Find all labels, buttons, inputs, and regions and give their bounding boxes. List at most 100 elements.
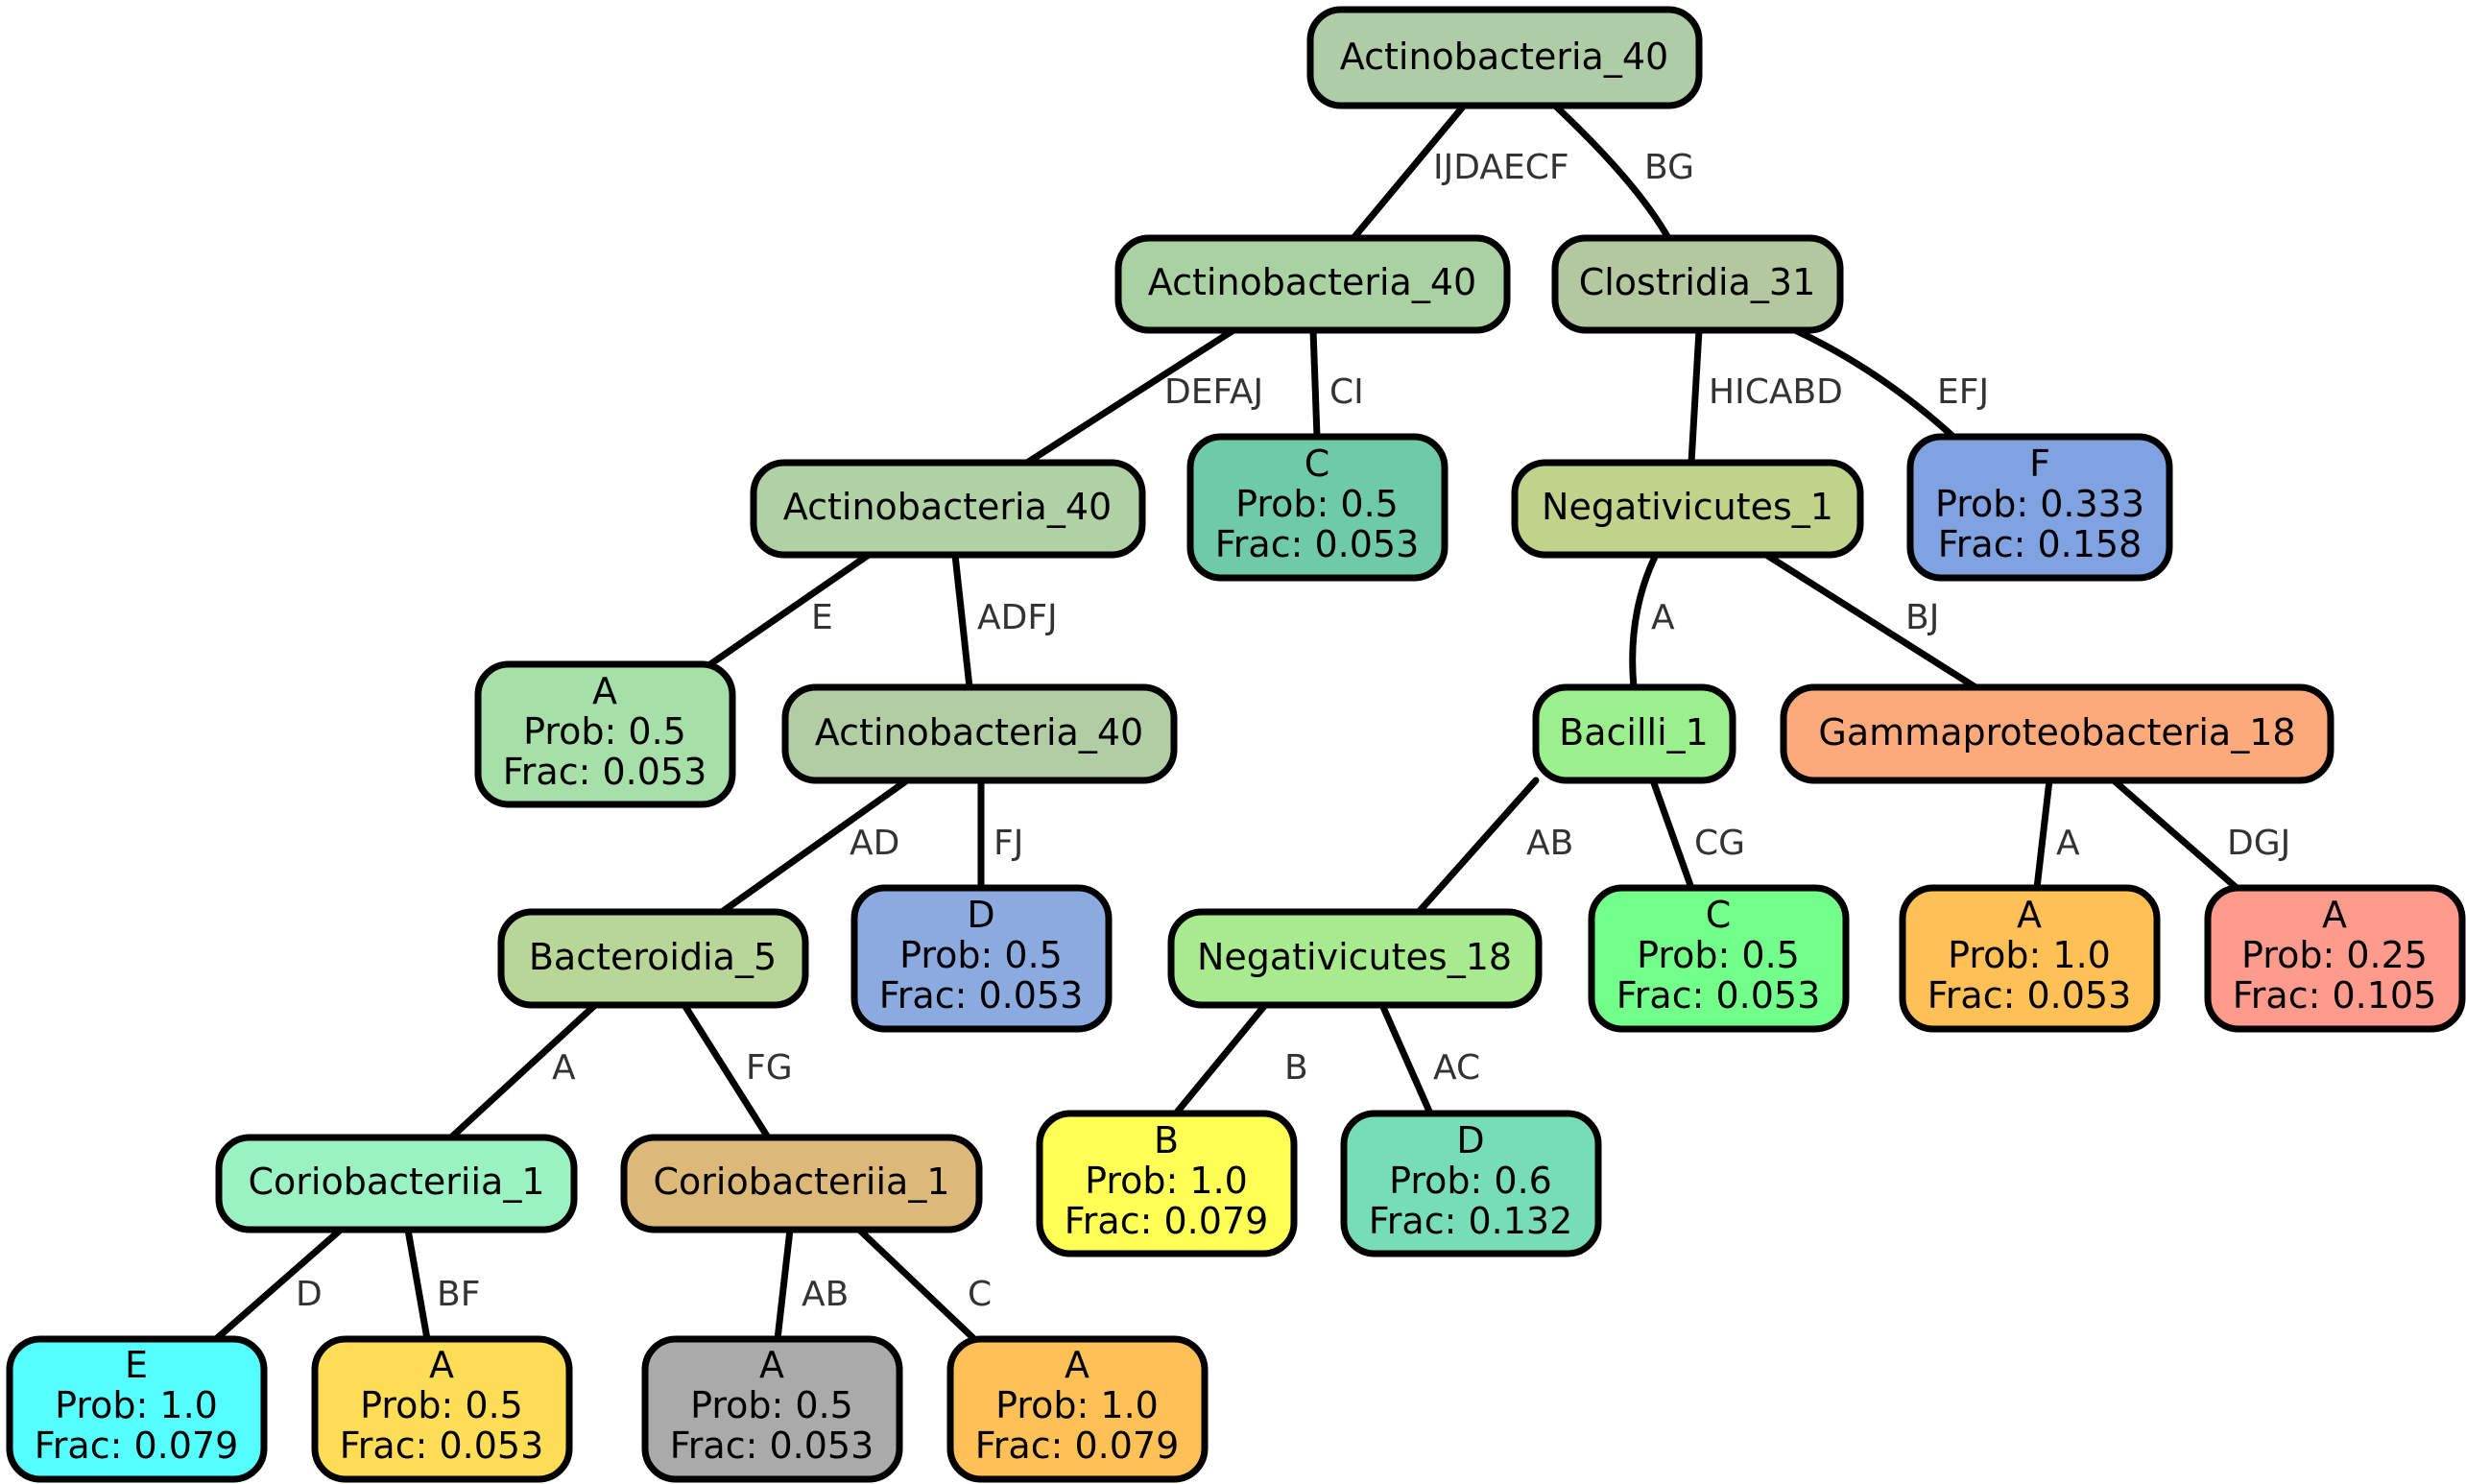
leaf-prob: Prob: 1.0: [995, 1384, 1159, 1426]
leaf-n20: D Prob: 0.6 Frac: 0.132: [1340, 1110, 1602, 1257]
edge-label: AB: [802, 1275, 849, 1314]
edge-label: B: [1284, 1048, 1308, 1088]
edge-n3-n7: E: [706, 551, 873, 668]
leaf-class: A: [2017, 894, 2042, 936]
leaf-frac: Frac: 0.158: [1938, 523, 2143, 565]
edge-n13-n20: AC: [1378, 1001, 1480, 1117]
node-box: [215, 1134, 578, 1233]
node-label: Bacilli_1: [1559, 711, 1709, 754]
leaf-frac: Frac: 0.053: [340, 1424, 544, 1467]
edge-label: BF: [437, 1275, 480, 1314]
node-label: Coriobacteriia_1: [249, 1161, 545, 1203]
leaf-frac: Frac: 0.053: [670, 1424, 874, 1467]
node-n17: Coriobacteriia_1: [215, 1134, 578, 1233]
node-box: [2204, 884, 2466, 1033]
node-box: [850, 884, 1113, 1033]
leaf-n24: A Prob: 1.0 Frac: 0.079: [946, 1335, 1209, 1483]
leaf-prob: Prob: 1.0: [55, 1384, 218, 1426]
node-box: [497, 908, 809, 1009]
edge-n8-n12: FJ: [977, 777, 1023, 892]
node-box: [1036, 1110, 1298, 1257]
leaf-class: A: [429, 1344, 454, 1386]
edge-n18-n24: C: [855, 1226, 992, 1343]
leaf-frac: Frac: 0.053: [1927, 974, 2132, 1017]
node-box: [474, 660, 736, 808]
leaf-n7: A Prob: 0.5 Frac: 0.053: [474, 660, 736, 808]
edge-label: CI: [1329, 372, 1364, 412]
edge-n5-n10: BJ: [1762, 551, 1979, 691]
node-label: Actinobacteria_40: [783, 486, 1112, 528]
leaf-n15: A Prob: 1.0 Frac: 0.053: [1899, 884, 2161, 1033]
node-label: Actinobacteria_40: [1148, 261, 1476, 303]
leaf-n16: A Prob: 0.25 Frac: 0.105: [2204, 884, 2466, 1033]
leaf-frac: Frac: 0.053: [503, 751, 707, 793]
edge-label: EFJ: [1937, 372, 1989, 412]
edge-label: E: [811, 598, 833, 637]
leaf-n23: A Prob: 0.5 Frac: 0.053: [641, 1335, 903, 1483]
edge-label: DGJ: [2227, 824, 2290, 863]
leaf-prob: Prob: 0.5: [1235, 483, 1399, 525]
leaf-class: D: [1456, 1119, 1484, 1161]
edge-label: BJ: [1905, 598, 1939, 637]
edge-label: BG: [1644, 148, 1694, 187]
edge-n2-n5: HICABD: [1688, 326, 1843, 467]
node-n2: Clostridia_31: [1551, 234, 1844, 334]
edge-n1-n3: DEFAJ: [1023, 326, 1263, 467]
node-box: [1511, 459, 1864, 559]
edge-label: IJDAECF: [1433, 148, 1569, 187]
edge-n1-n4: CI: [1309, 326, 1364, 441]
node-box: [1532, 683, 1736, 784]
node-box: [781, 683, 1178, 784]
leaf-class: C: [1305, 443, 1330, 485]
leaf-class: A: [759, 1344, 784, 1386]
edge-n10-n16: DGJ: [2110, 777, 2290, 892]
edge-n2-n6: EFJ: [1791, 326, 1989, 441]
edge-label: AB: [1526, 824, 1573, 863]
node-root: Actinobacteria_40: [1306, 6, 1703, 109]
edge-label: CG: [1694, 824, 1745, 863]
node-box: [641, 1335, 903, 1483]
edge-label: A: [2056, 824, 2080, 863]
edge-n8-n11: AD: [718, 777, 911, 916]
node-box: [1551, 234, 1844, 334]
edge-root-n2: BG: [1551, 102, 1694, 242]
leaf-prob: Prob: 1.0: [1948, 934, 2111, 976]
leaf-frac: Frac: 0.105: [2233, 974, 2437, 1017]
node-box: [1340, 1110, 1602, 1257]
leaf-frac: Frac: 0.132: [1369, 1200, 1573, 1242]
node-n13: Negativicutes_18: [1167, 908, 1543, 1009]
leaf-n21: E Prob: 1.0 Frac: 0.079: [6, 1335, 268, 1483]
edge-label: FJ: [994, 824, 1023, 863]
edge-n11-n17: A: [447, 1001, 599, 1141]
edge-n13-n19: B: [1172, 1001, 1308, 1117]
node-box: [1588, 884, 1850, 1033]
leaf-n12: D Prob: 0.5 Frac: 0.053: [850, 884, 1113, 1033]
leaf-class: A: [1065, 1344, 1089, 1386]
leaf-class: D: [967, 894, 994, 936]
node-box: [1186, 433, 1448, 582]
edge-n11-n18: FG: [681, 1001, 793, 1141]
leaf-class: B: [1154, 1119, 1179, 1161]
leaf-prob: Prob: 0.333: [1935, 483, 2144, 525]
node-n18: Coriobacteriia_1: [620, 1134, 983, 1233]
leaf-class: E: [125, 1344, 148, 1386]
edge-n17-n21: D: [212, 1226, 345, 1343]
edge-label: C: [968, 1275, 992, 1314]
leaf-prob: Prob: 0.25: [2241, 934, 2428, 976]
edge-label: FG: [746, 1048, 793, 1088]
node-n5: Negativicutes_1: [1511, 459, 1864, 559]
leaf-class: C: [1706, 894, 1732, 936]
edge-label: A: [552, 1048, 576, 1088]
leaf-frac: Frac: 0.079: [975, 1424, 1180, 1467]
leaf-n14: C Prob: 0.5 Frac: 0.053: [1588, 884, 1850, 1033]
node-box: [946, 1335, 1209, 1483]
edge-label: AC: [1433, 1048, 1480, 1088]
edge-label: HICABD: [1709, 372, 1843, 412]
edge-n5-n9: A: [1629, 551, 1675, 691]
edge-n18-n23: AB: [774, 1226, 849, 1343]
node-label: Coriobacteriia_1: [654, 1161, 950, 1203]
node-n11: Bacteroidia_5: [497, 908, 809, 1009]
node-box: [1167, 908, 1543, 1009]
leaf-class: A: [592, 670, 617, 712]
leaf-prob: Prob: 1.0: [1085, 1160, 1248, 1202]
